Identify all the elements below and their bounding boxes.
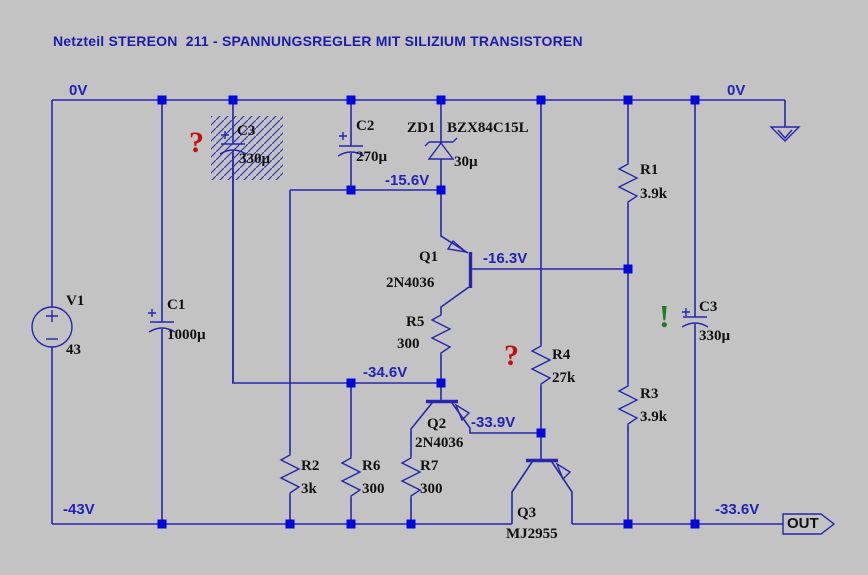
net-label-minus15-6v: -15.6V [385, 172, 430, 189]
r2-resistor-symbol [280, 190, 300, 524]
out-port-symbol [782, 513, 836, 535]
r4-ref-label: R4 [552, 347, 571, 363]
r7-ref-label: R7 [420, 458, 439, 474]
c2-value-label: 270µ [356, 149, 388, 165]
ground-symbol [769, 100, 801, 142]
exclamation-annotation-c3-right: ! [659, 298, 670, 334]
q2-part-label: 2N4036 [415, 435, 464, 451]
v1-value-label: 43 [66, 342, 81, 358]
r1-resistor-symbol [618, 100, 638, 269]
c2-ref-label: C2 [356, 118, 375, 134]
c3-right-capacitor-symbol [681, 100, 709, 524]
r6-resistor-symbol [341, 383, 361, 524]
r3-value-label: 3.9k [640, 409, 668, 425]
q1-transistor-symbol [440, 190, 473, 313]
q3-part-label: MJ2955 [506, 526, 558, 542]
zd1-ref-label: ZD1 [407, 120, 436, 136]
question-mark-annotation-r4: ? [504, 339, 519, 372]
v1-voltage-source-symbol [31, 100, 73, 524]
r4-resistor-symbol [531, 100, 551, 459]
q2-ref-label: Q2 [427, 416, 447, 432]
net-label-0v-right: 0V [727, 82, 746, 99]
v1-ref-label: V1 [66, 293, 85, 309]
q1-ref-label: Q1 [419, 249, 439, 265]
r4-value-label: 27k [552, 370, 576, 386]
out-port-label: OUT [787, 515, 819, 532]
q1-part-label: 2N4036 [386, 275, 435, 291]
r3-resistor-symbol [618, 269, 638, 524]
r7-resistor-symbol [401, 455, 421, 524]
net-label-minus43v: -43V [63, 501, 95, 518]
net-label-minus34-6v: -34.6V [363, 364, 408, 381]
c3-hatched-highlight-box [211, 116, 283, 180]
r1-value-label: 3.9k [640, 186, 668, 202]
wire-junctions [157, 95, 700, 529]
c3-hatched-capacitor-symbol [219, 100, 247, 383]
r5-value-label: 300 [397, 336, 420, 352]
q2-transistor-symbol [410, 399, 541, 456]
q3-transistor-symbol [511, 458, 573, 524]
net-label-minus33-6v: -33.6V [715, 501, 760, 518]
r5-ref-label: R5 [406, 314, 425, 330]
r2-value-label: 3k [301, 481, 317, 497]
net-label-0v-left: 0V [69, 82, 88, 99]
c3-hatched-value-label: 330µ [239, 151, 271, 167]
question-mark-annotation-c3: ? [189, 126, 204, 159]
r3-ref-label: R3 [640, 386, 659, 402]
net-label-minus16-3v: -16.3V [483, 250, 528, 267]
r6-ref-label: R6 [362, 458, 381, 474]
c1-value-label: 1000µ [167, 327, 206, 343]
q3-ref-label: Q3 [517, 505, 537, 521]
r2-ref-label: R2 [301, 458, 320, 474]
c1-capacitor-symbol [148, 100, 176, 524]
c2-capacitor-symbol [337, 100, 365, 190]
r5-resistor-symbol [431, 312, 451, 400]
zd1-part-label: BZX84C15L [447, 120, 529, 136]
r7-value-label: 300 [420, 481, 443, 497]
c1-ref-label: C1 [167, 297, 186, 313]
zd1-value-label: 30µ [454, 154, 478, 170]
schematic-title: Netzteil STEREON 211 - SPANNUNGSREGLER M… [53, 33, 583, 49]
net-label-minus33-9v: -33.9V [471, 414, 516, 431]
c3-right-ref-label: C3 [699, 299, 718, 315]
c3-right-value-label: 330µ [699, 328, 731, 344]
zd1-zener-diode-symbol [424, 100, 458, 190]
r6-value-label: 300 [362, 481, 385, 497]
r1-ref-label: R1 [640, 162, 659, 178]
c3-hatched-ref-label: C3 [237, 123, 256, 139]
